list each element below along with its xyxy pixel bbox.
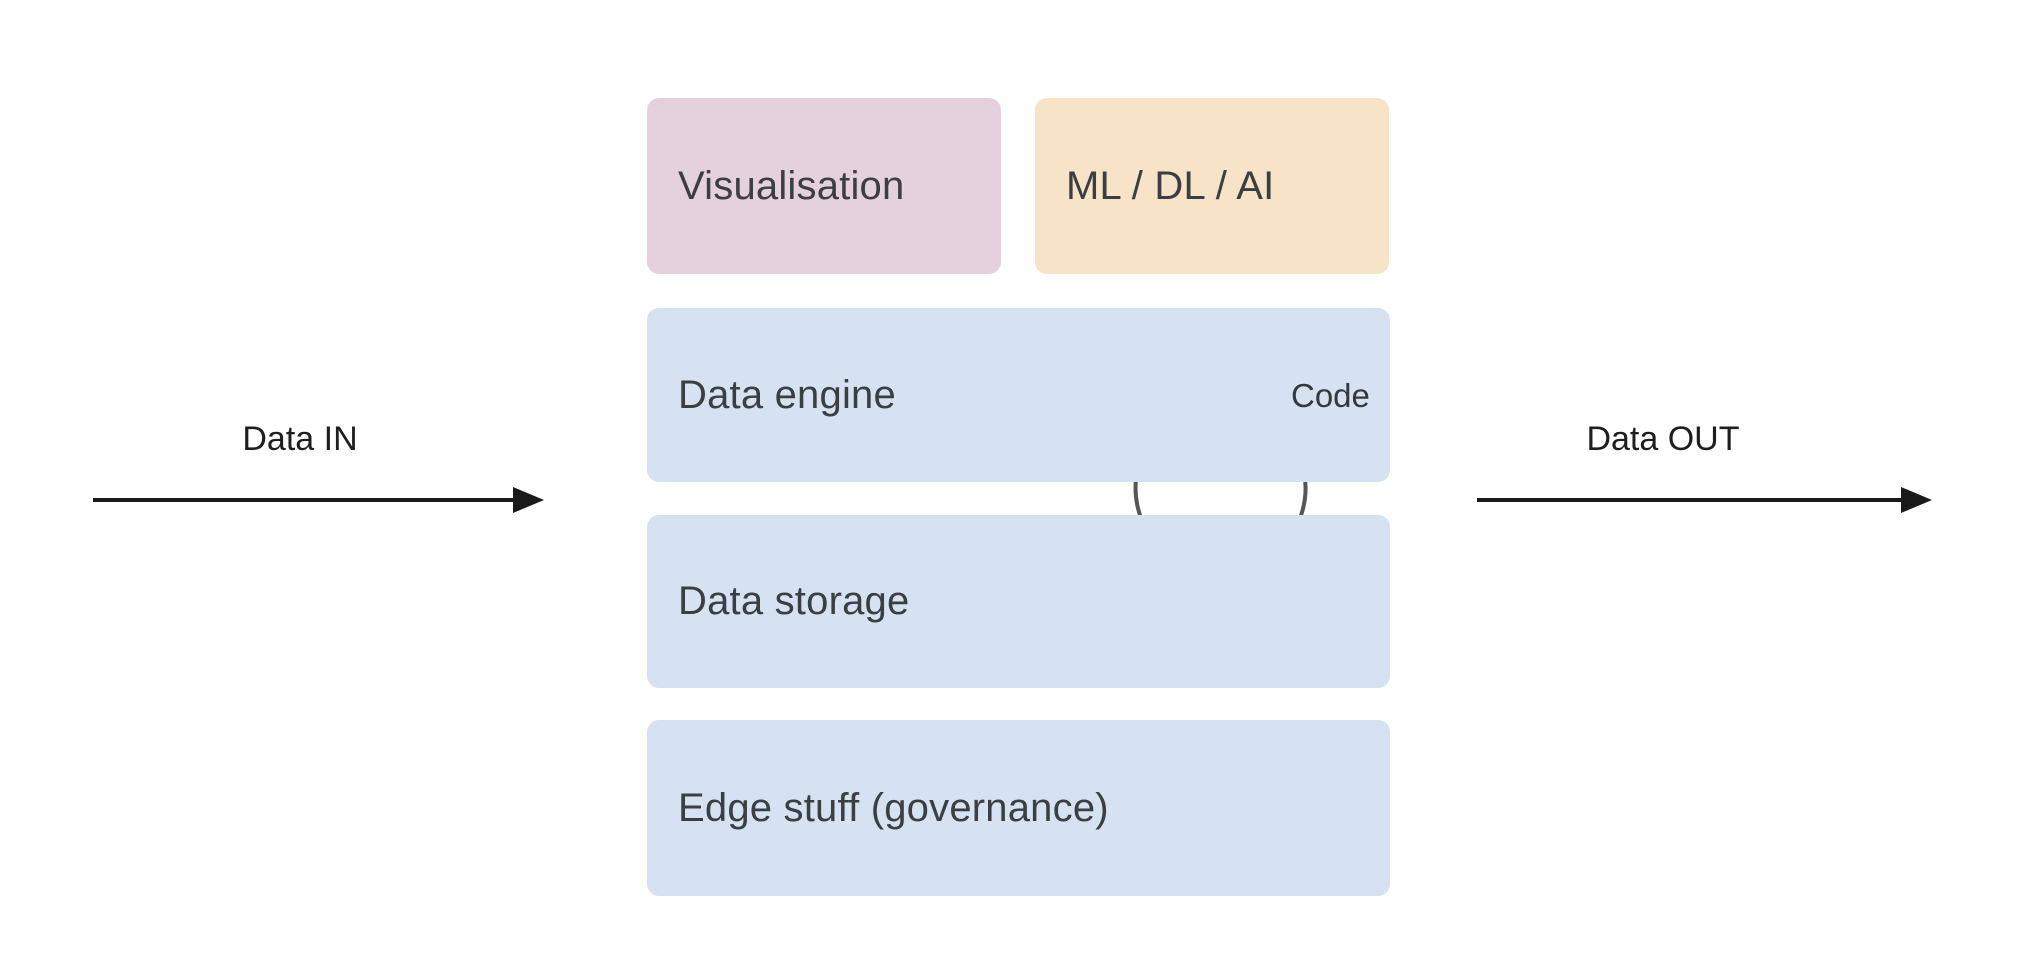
code-label: Code (1291, 377, 1370, 414)
node-visualisation: Visualisation (647, 98, 1001, 274)
node-data-engine-label: Data engine (678, 372, 896, 417)
node-data-storage-label: Data storage (678, 579, 910, 623)
node-data-engine: Data engine (647, 308, 1390, 482)
node-ml-dl-ai-label: ML / DL / AI (1066, 163, 1275, 208)
node-visualisation-label: Visualisation (678, 163, 905, 208)
data-in-label: Data IN (242, 420, 358, 458)
node-edge-governance-label: Edge stuff (governance) (678, 785, 1109, 830)
data-out-arrow (1477, 487, 1932, 513)
node-edge-governance: Edge stuff (governance) (647, 720, 1390, 896)
node-ml-dl-ai: ML / DL / AI (1035, 98, 1389, 274)
node-data-storage: Data storage (647, 515, 1390, 688)
data-in-arrowhead-icon (513, 487, 544, 513)
data-out-label: Data OUT (1586, 420, 1740, 458)
data-out-arrowhead-icon (1901, 487, 1932, 513)
data-in-arrow (93, 487, 544, 513)
